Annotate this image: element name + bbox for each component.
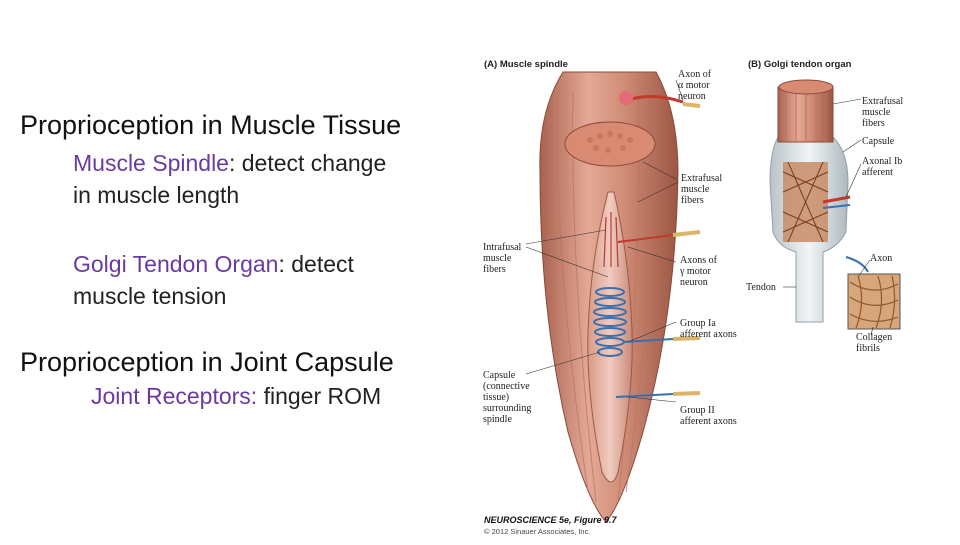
figure-caption: NEUROSCIENCE 5e, Figure 9.7 xyxy=(484,515,617,525)
intrafusal-fibers xyxy=(603,212,619,268)
gamma-axon xyxy=(617,234,674,243)
desc-golgi-tendon: : detect xyxy=(278,251,354,277)
panel-a-title: (A) Muscle spindle xyxy=(484,59,568,70)
figure-proprioceptors: (A) Muscle spindle (B) Golgi tendon orga… xyxy=(478,52,908,540)
ii-axon xyxy=(615,393,674,398)
desc-joint-receptors: finger ROM xyxy=(257,383,382,409)
figure-copyright: © 2012 Sinauer Associates, Inc. xyxy=(484,527,591,536)
anatomy-illustration xyxy=(525,71,901,523)
label-axon-b: Axon xyxy=(870,253,893,264)
desc-muscle-spindle: : detect change xyxy=(228,150,387,176)
desc-muscle-spindle-line2: in muscle length xyxy=(73,182,240,208)
group-ia-spiral xyxy=(593,287,627,357)
term-joint-receptors: Joint Receptors: xyxy=(91,383,258,409)
alpha-motor-axon xyxy=(619,91,701,108)
heading-joint-capsule: Proprioception in Joint Capsule xyxy=(20,347,394,377)
bullet-muscle-spindle: Muscle Spindle: detect change in muscle … xyxy=(73,147,386,211)
bullet-joint-receptors: Joint Receptors: finger ROM xyxy=(91,380,381,412)
term-muscle-spindle: Muscle Spindle xyxy=(73,150,229,176)
leader-lines-a xyxy=(525,79,684,403)
panel-b-title: (B) Golgi tendon organ xyxy=(748,59,852,70)
label-capsule-b: Capsule xyxy=(862,136,895,147)
desc-golgi-tendon-line2: muscle tension xyxy=(73,283,227,309)
term-golgi-tendon: Golgi Tendon Organ xyxy=(73,251,279,277)
cross-section xyxy=(564,121,656,167)
bullet-golgi-tendon: Golgi Tendon Organ: detect muscle tensio… xyxy=(73,248,354,312)
leader-lines-b xyxy=(783,98,874,336)
golgi-tendon-organ xyxy=(769,79,901,330)
label-tendon: Tendon xyxy=(746,282,776,293)
heading-muscle-tissue: Proprioception in Muscle Tissue xyxy=(20,110,402,140)
ia-axon xyxy=(622,338,674,343)
